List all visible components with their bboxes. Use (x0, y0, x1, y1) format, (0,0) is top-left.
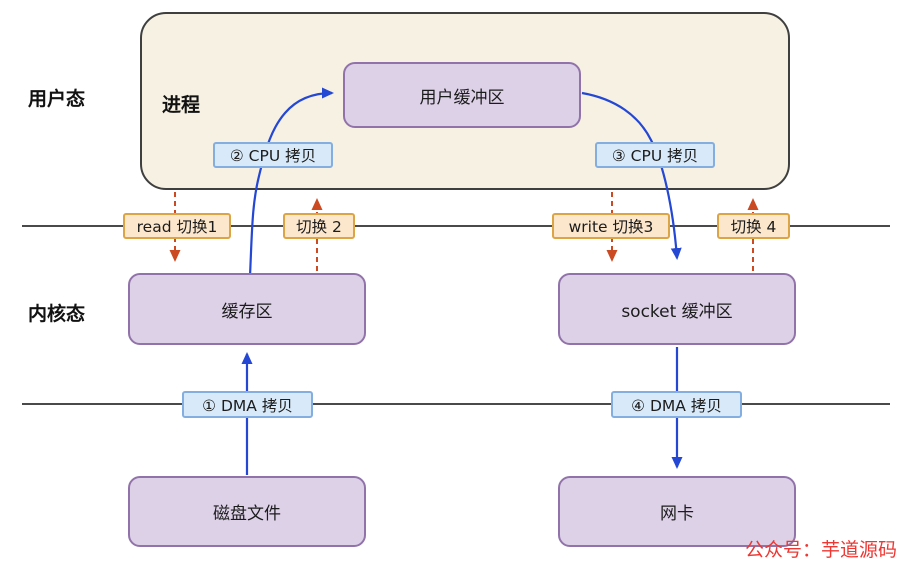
write-switch-3-chip: write 切换3 (552, 213, 670, 239)
switch-4-chip: 切换 4 (717, 213, 790, 239)
user-buffer-label: 用户缓冲区 (419, 87, 505, 108)
process-label: 进程 (162, 94, 201, 116)
cpu-copy-3-chip: ③ CPU 拷贝 (595, 142, 715, 168)
socket-buffer-node: socket 缓冲区 (558, 273, 796, 345)
dma-copy-1-chip: ① DMA 拷贝 (182, 391, 313, 418)
dma-copy-4-chip: ④ DMA 拷贝 (611, 391, 742, 418)
kernel-buffer-label: 缓存区 (221, 301, 273, 322)
nic-label: 网卡 (660, 504, 694, 524)
kernel-buffer-node: 缓存区 (128, 273, 366, 345)
watermark-text: 公众号：芋道源码 (745, 539, 898, 561)
cpu-copy-2-arrow (248, 87, 334, 277)
switch-2-chip: 切换 2 (283, 213, 355, 239)
socket-buffer-label: socket 缓冲区 (621, 301, 733, 322)
cpu-copy-3-arrow (581, 91, 682, 260)
user-buffer-node: 用户缓冲区 (343, 62, 581, 128)
kernel-mode-label: 内核态 (28, 303, 86, 325)
disk-file-label: 磁盘文件 (213, 504, 281, 524)
nic-node: 网卡 (558, 476, 796, 547)
user-mode-label: 用户态 (28, 88, 86, 110)
read-switch-1-chip: read 切换1 (123, 213, 231, 239)
cpu-copy-2-chip: ② CPU 拷贝 (213, 142, 333, 168)
disk-file-node: 磁盘文件 (128, 476, 366, 547)
